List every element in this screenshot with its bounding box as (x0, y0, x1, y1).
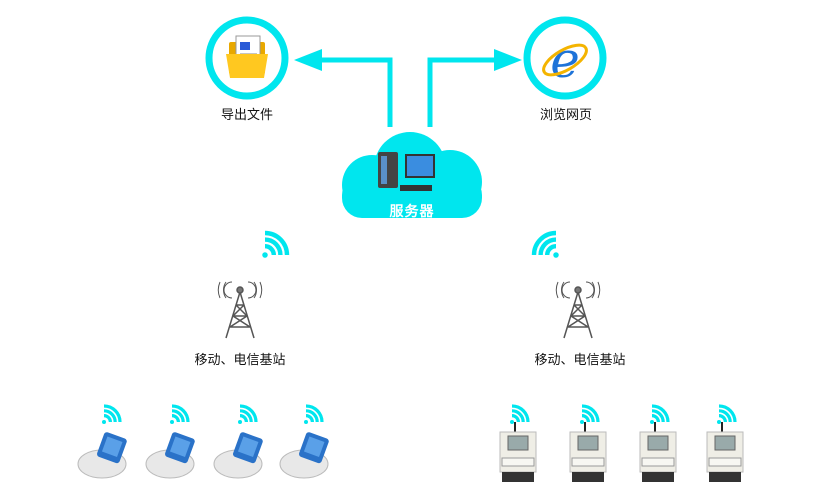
electric-meter-device (499, 422, 537, 482)
water-meter-device (279, 432, 329, 479)
electric-meter-device (639, 422, 677, 482)
wifi-signal-icon (304, 404, 324, 424)
wifi-signal-icon (262, 230, 290, 258)
server-label: 服务器 (389, 204, 435, 220)
wifi-signal-icon (510, 404, 530, 424)
export-file-label: 导出文件 (220, 108, 274, 123)
wifi-signal-icon (580, 404, 600, 424)
arrowhead-right (494, 49, 522, 71)
wifi-signal-icon (170, 404, 190, 424)
svg-text:e: e (550, 31, 580, 89)
computer-icon (378, 152, 435, 191)
wifi-signal-icon (650, 404, 670, 424)
water-meter-device (77, 432, 127, 479)
wifi-signal-icon (717, 404, 737, 424)
electric-meter-device (569, 422, 607, 482)
base-station-tower-icon (555, 281, 601, 339)
arrow-to-browser (427, 57, 496, 127)
base-station-label-right: 移动、电信基站 (534, 353, 626, 368)
base-station-label-left: 移动、电信基站 (194, 353, 286, 368)
base-station-tower-icon (217, 281, 263, 339)
water-meter-device (213, 432, 263, 479)
wifi-signal-icon (102, 404, 122, 424)
browse-web-label: 浏览网页 (539, 108, 593, 123)
export-file-icon (205, 16, 289, 100)
wifi-signal-icon (531, 230, 559, 258)
wifi-signal-icon (238, 404, 258, 424)
browser-icon: e (523, 16, 607, 100)
water-meter-device (145, 432, 195, 479)
arrowhead-left (294, 49, 322, 71)
electric-meter-device (706, 422, 744, 482)
arrow-to-export (320, 57, 393, 127)
